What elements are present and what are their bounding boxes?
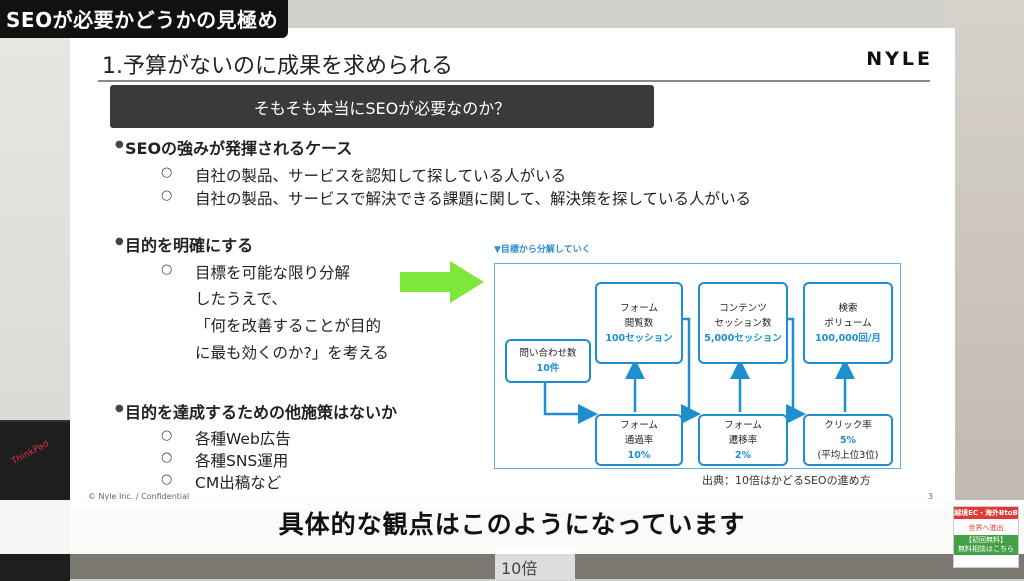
slide-title: 1.予算がないのに成果を求められる <box>102 54 453 79</box>
question-banner: そもそも本当にSEOが必要なのか？ <box>110 85 654 128</box>
node-form-transition-rate: フォーム 遷移率 2% <box>698 414 788 466</box>
list-item-continued: 「何を改善することが目的 <box>195 317 382 335</box>
section-heading-seo-strengths: SEOの強みが発揮されるケース <box>115 135 352 159</box>
promo-cta[interactable]: 【初回無料】 無料相談はこちら <box>954 535 1018 555</box>
diagram-source: 出典：10倍はかどるSEOの進め方 <box>702 474 871 487</box>
connector-line <box>785 317 806 424</box>
promo-tagline: 世界へ進出 <box>968 524 1004 532</box>
node-inquiries: 問い合わせ数 10件 <box>505 339 591 383</box>
promo-banner[interactable]: 越境EC・海外BtoB 世界へ進出 【初回無料】 無料相談はこちら <box>953 506 1019 568</box>
section-heading-other-measures: 目的を達成するための他施策はないか <box>115 399 397 423</box>
goal-breakdown-diagram: 問い合わせ数 10件 フォーム 閲覧数 100セッション フォーム 通過率 10… <box>494 263 901 469</box>
right-arrow-icon <box>400 261 484 303</box>
connector-line <box>680 317 701 424</box>
title-divider <box>98 80 930 82</box>
list-item: ○自社の製品、サービスで解決できる課題に関して、解決策を探している人がいる <box>161 188 751 208</box>
list-item-continued: したうえで、 <box>195 290 287 308</box>
nyle-logo: NYLE <box>866 48 933 70</box>
video-corner-title: SEOが必要かどうかの見極め <box>0 0 289 38</box>
node-form-pass-rate: フォーム 通過率 10% <box>595 414 683 466</box>
list-item: ○各種SNS運用 <box>161 450 289 470</box>
promo-cta-line: 無料相談はこちら <box>958 545 1014 553</box>
video-subtitle: 具体的な観点はこのようになっています <box>278 510 746 539</box>
list-item: ○自社の製品、サービスを認知して探している人がいる <box>161 165 567 185</box>
diagram-caption: ▼目標から分解していく <box>494 245 591 255</box>
diagram-connectors <box>543 317 855 424</box>
arrow-shape <box>400 261 484 303</box>
connector-line <box>543 382 598 424</box>
node-form-views: フォーム 閲覧数 100セッション <box>595 282 683 364</box>
node-content-sessions: コンテンツ セッション数 5,000セッション <box>698 282 788 364</box>
book-cover-text: 10倍 <box>501 559 538 578</box>
section-heading-clarify-goal: 目的を明確にする <box>115 232 253 256</box>
node-click-rate: クリック率 5% (平均上位3位) <box>803 414 893 466</box>
list-item-continued: に最も効くのか?」を考える <box>195 344 389 362</box>
subtitle-background <box>0 500 1024 554</box>
laptop-brand-logo: ThinkPad <box>10 438 51 468</box>
list-item: ○目標を可能な限り分解 <box>161 262 351 282</box>
node-search-volume: 検索 ボリューム 100,000回/月 <box>803 282 893 364</box>
list-item: ○CM出稿など <box>161 472 282 492</box>
background-wall-right <box>944 0 1024 579</box>
presentation-slide: 1.予算がないのに成果を求められる NYLE そもそも本当にSEOが必要なのか？… <box>70 28 955 501</box>
list-item: ○各種Web広告 <box>161 428 291 448</box>
promo-cta-line: 【初回無料】 <box>965 536 1007 544</box>
promo-top-label: 越境EC・海外BtoB <box>954 507 1018 519</box>
slide-page-number: 3 <box>927 492 933 501</box>
slide-footer: © Nyle Inc. / Confidential <box>88 492 190 501</box>
